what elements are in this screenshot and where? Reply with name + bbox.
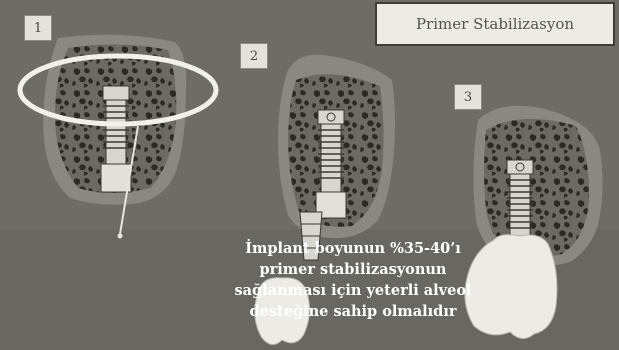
diagram-title: Primer Stabilizasyon — [375, 2, 615, 46]
implant-screw-icon-2 — [316, 110, 346, 218]
step-number-3: 3 — [454, 84, 482, 110]
implant-screw-icon-3 — [507, 160, 533, 240]
step-number-1: 1 — [24, 15, 52, 41]
caption-line-1: İmplant boyunun %35-40’ı — [228, 238, 478, 259]
caption-text: İmplant boyunun %35-40’ı primer stabiliz… — [228, 238, 478, 322]
step-number-2: 2 — [240, 43, 268, 69]
caption-line-3: sağlanması için yeterli alveol — [228, 280, 478, 301]
implant-screw-icon-1 — [101, 86, 131, 192]
caption-line-2: primer stabilizasyonun — [228, 259, 478, 280]
caption-line-4: desteğine sahip olmalıdır — [228, 301, 478, 322]
